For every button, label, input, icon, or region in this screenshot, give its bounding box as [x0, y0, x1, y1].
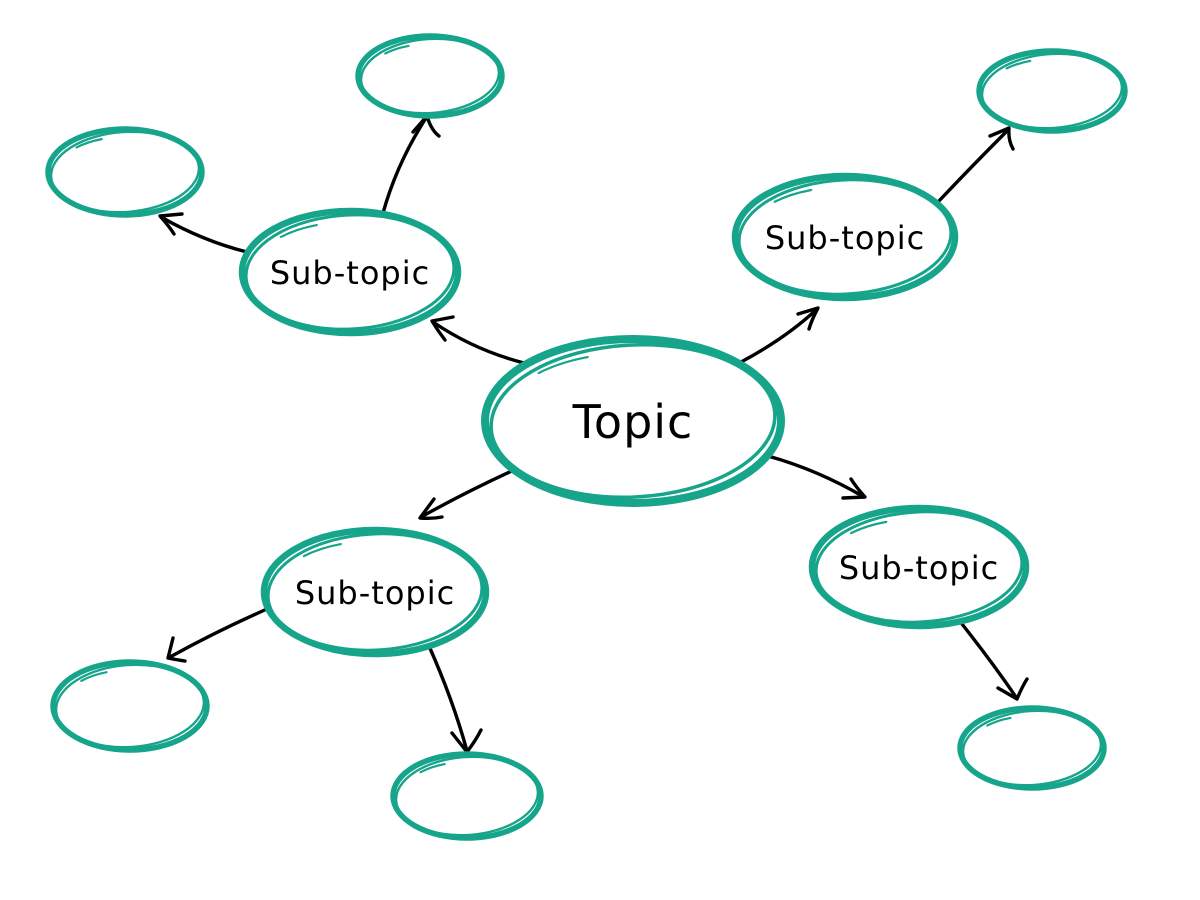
node-sketch-stroke: [244, 213, 456, 331]
arrowhead-icon: [841, 477, 867, 500]
arrowhead-icon: [158, 212, 184, 236]
node-outline: [976, 48, 1128, 134]
edge-line: [381, 116, 428, 215]
node-subtopic-bottom-right[interactable]: Sub-topic: [808, 504, 1030, 630]
node-outline: [50, 659, 210, 753]
arrowhead-icon: [996, 677, 1029, 701]
node-outline: [355, 33, 505, 119]
edge-line: [419, 468, 516, 519]
node-outline: [238, 207, 462, 337]
node-sketch-stroke: [737, 178, 953, 296]
node-outline: [957, 705, 1107, 791]
node-subtopic-top-right[interactable]: Sub-topic: [731, 172, 959, 302]
node-outline: [45, 126, 205, 218]
edge-topic-to-subtopic-top-right[interactable]: [739, 306, 820, 364]
node-outline: [260, 526, 490, 658]
edge-line: [960, 622, 1018, 699]
node-leaf-bottom-left[interactable]: [50, 659, 210, 753]
node-sketch-stroke: [54, 663, 206, 749]
node-label: Sub-topic: [839, 549, 999, 587]
edge-line: [431, 320, 526, 365]
node-label: Topic: [572, 395, 694, 449]
node-sketch-stroke: [359, 37, 501, 115]
edge-line: [739, 307, 819, 364]
arrowhead-icon: [796, 306, 820, 331]
edge-line: [766, 454, 866, 499]
node-label: Sub-topic: [270, 254, 430, 292]
node-sketch-stroke: [394, 755, 540, 837]
node-outline: [390, 751, 544, 841]
node-outline: [808, 504, 1030, 630]
edge-subtopic-bottom-left-to-leaf-bottom-middle[interactable]: [427, 644, 483, 754]
edge-topic-to-subtopic-bottom-right[interactable]: [766, 454, 867, 500]
edge-subtopic-top-left-to-leaf-top[interactable]: [381, 114, 441, 215]
edge-subtopic-bottom-left-to-leaf-bottom-left[interactable]: [166, 607, 269, 663]
arrowhead-icon: [988, 126, 1015, 151]
edge-line: [936, 128, 1010, 204]
node-sketch-stroke: [489, 342, 777, 500]
node-sketch-stroke: [814, 510, 1024, 624]
node-outline: [481, 335, 785, 507]
edge-line: [427, 644, 469, 753]
node-sketch-stroke: [980, 52, 1124, 130]
edge-subtopic-top-right-to-leaf-top-right[interactable]: [936, 126, 1015, 204]
arrowhead-icon: [166, 636, 187, 663]
arrowhead-icon: [418, 497, 444, 521]
node-leaf-top[interactable]: [355, 33, 505, 119]
node-leaf-top-right[interactable]: [976, 48, 1128, 134]
node-subtopic-bottom-left[interactable]: Sub-topic: [260, 526, 490, 658]
node-sketch-stroke: [49, 130, 201, 214]
node-sketch-stroke: [266, 532, 484, 652]
edge-topic-to-subtopic-top-left[interactable]: [430, 315, 526, 365]
node-outline: [731, 172, 959, 302]
node-label: Sub-topic: [765, 219, 925, 257]
node-leaf-bottom-right[interactable]: [957, 705, 1107, 791]
arrowhead-icon: [430, 315, 455, 342]
node-label: Sub-topic: [295, 574, 455, 612]
node-leaf-bottom-middle[interactable]: [390, 751, 544, 841]
edge-subtopic-bottom-right-to-leaf-bottom-right[interactable]: [960, 622, 1029, 701]
arrowhead-icon: [450, 728, 483, 754]
node-subtopic-top-left[interactable]: Sub-topic: [238, 207, 462, 337]
node-leaf-far-left[interactable]: [45, 126, 205, 218]
node-topic[interactable]: Topic: [481, 335, 785, 507]
node-sketch-stroke: [961, 709, 1103, 787]
edge-topic-to-subtopic-bottom-left[interactable]: [418, 468, 516, 521]
edge-subtopic-top-left-to-leaf-far-left[interactable]: [158, 212, 249, 254]
edge-line: [159, 215, 249, 254]
edge-line: [168, 607, 269, 659]
